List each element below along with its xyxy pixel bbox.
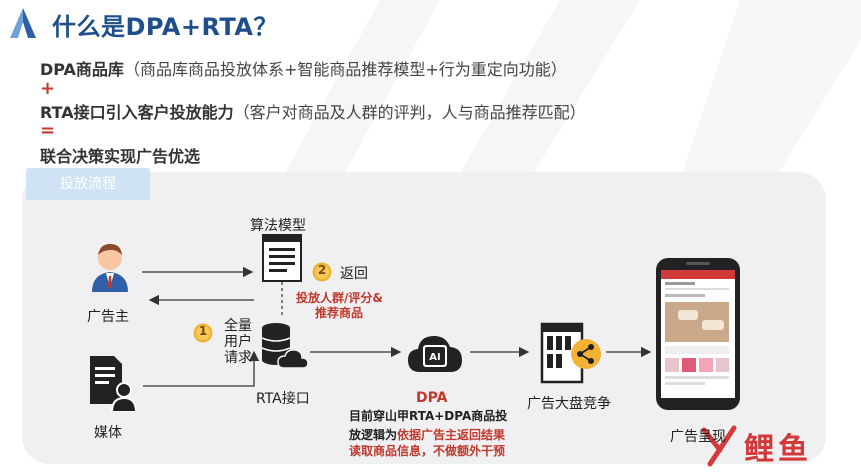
rta-ability-label: RTA接口引入客户投放能力 [40,103,234,122]
algorithm-model-label: 算法模型 [250,218,306,234]
ai-badge-text: AI [429,352,441,363]
equals-sign: = [40,120,56,141]
step-1-number: 1 [198,324,208,338]
dpa-library-label: DPA商品库 [40,60,124,79]
phone-mockup-icon [656,258,740,410]
step-2-number: 2 [317,263,327,277]
intro-line-rta: RTA接口引入客户投放能力（客户对商品及人群的评判，人与商品推荐匹配） [40,99,586,123]
flow-tag: 投放流程 [26,168,150,200]
advertiser-label: 广告主 [87,309,129,325]
bidding-label: 广告大盘竞争 [527,396,611,412]
page-title: 什么是DPA+RTA？ [52,13,278,41]
media-icon [90,356,136,412]
step-2-return-line-1: 投放人群/评分& [296,291,383,305]
dpa-description: 目前穿山甲RTA+DPA商品投 放逻辑为依据广告主返回结果 读取商品信息，不做额… [349,409,508,458]
step-1-badge-icon [193,323,213,343]
media-label: 媒体 [94,425,122,441]
dpa-library-detail: （商品库商品投放体系+智能商品推荐模型+行为重定向功能） [123,60,567,79]
watermark-logo-icon [701,425,737,467]
plus-sign: + [40,78,56,99]
server-share-icon [540,322,601,384]
advertiser-icon [92,244,128,292]
step-2-label: 返回 [340,266,368,282]
dpa-label: DPA [416,390,448,406]
step-2-badge-icon [312,262,332,282]
logo-icon [10,8,36,38]
step-1-label: 全量 用户 请求 [224,318,252,366]
document-icon [262,234,302,282]
intro-line-dpa: DPA商品库（商品库商品投放体系+智能商品推荐模型+行为重定向功能） [40,56,567,80]
intro-line-result: 联合决策实现广告优选 [40,143,200,167]
joint-decision-label: 联合决策实现广告优选 [40,147,201,166]
ai-cloud-icon [408,336,462,372]
watermark-text: 鲤鱼 [744,432,812,467]
step-2-return-line-2: 推荐商品 [315,306,364,320]
database-cloud-icon [261,323,309,369]
rta-ability-detail: （客户对商品及人群的评判，人与商品推荐匹配） [233,103,586,122]
rta-interface-label: RTA接口 [256,391,310,407]
display-label: 广告呈现 [670,429,726,445]
